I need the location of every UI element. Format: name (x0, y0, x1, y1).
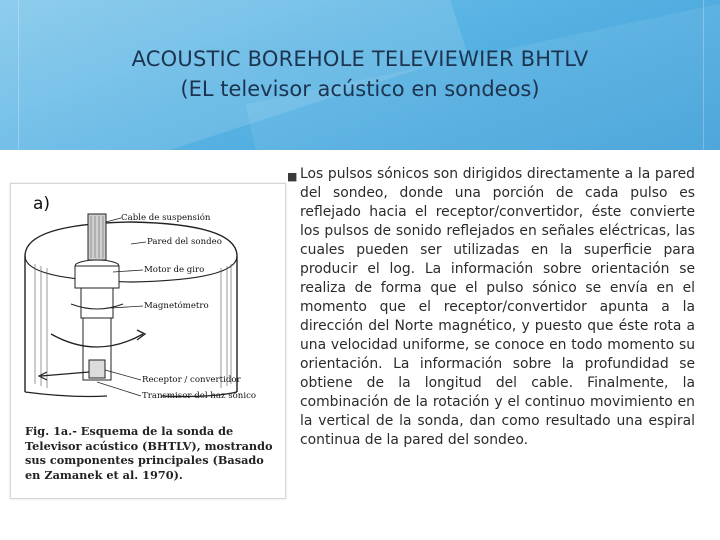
panel-label: a) (33, 194, 51, 214)
square-bullet-icon: ■ (287, 170, 298, 183)
label-suspension-cable: Cable de suspensión (121, 212, 211, 223)
label-receiver-converter: Receptor / convertidor (142, 375, 241, 385)
body-text-block: ■ Los pulsos sónicos son dirigidos direc… (287, 165, 695, 450)
figure-caption: Fig. 1a.- Esquema de la sonda de Televis… (25, 424, 273, 482)
label-borehole-wall: Pared del sondeo (147, 237, 222, 247)
banner-pane (18, 0, 704, 150)
slide-title: ACOUSTIC BOREHOLE TELEVIEWIER BHTLV (EL … (0, 44, 720, 104)
probe-diagram: Cable de suspensión Pared del sondeo Mot… (24, 212, 256, 401)
title-line-2: (EL televisor acústico en sondeos) (180, 77, 540, 101)
label-magnetometer: Magnetómetro (144, 300, 209, 311)
label-sonic-transmitter: Transmisor del haz sónico (142, 390, 256, 401)
title-line-1: ACOUSTIC BOREHOLE TELEVIEWIER BHTLV (131, 47, 589, 71)
body-paragraph: Los pulsos sónicos son dirigidos directa… (300, 166, 695, 448)
borehole-televiewer-figure: Cable de suspensión Pared del sondeo Mot… (10, 183, 286, 499)
label-spin-motor: Motor de giro (144, 265, 204, 275)
title-banner (0, 0, 720, 150)
